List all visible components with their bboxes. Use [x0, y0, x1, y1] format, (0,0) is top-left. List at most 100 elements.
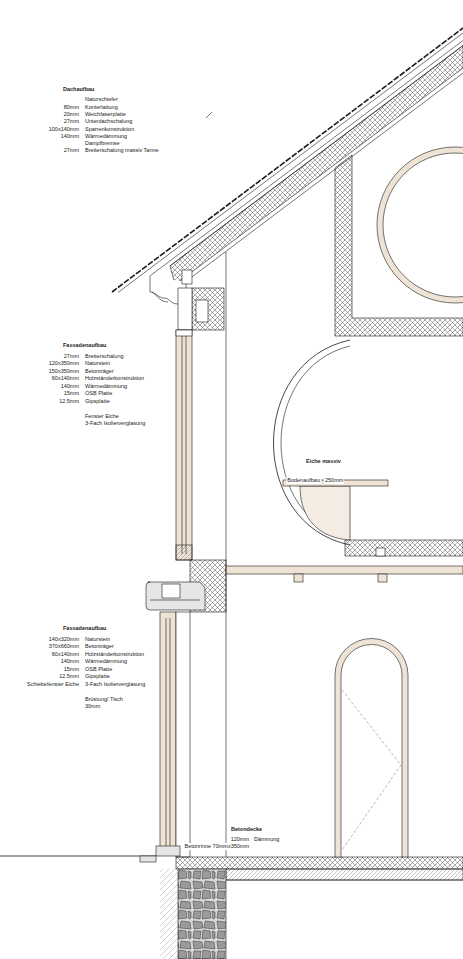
layer-label: 3-Fach Isolierverglasung	[84, 420, 146, 427]
layer-label: Brüstung/ Tisch	[84, 696, 124, 703]
layer-label: Holzständerkonstruktion	[84, 651, 145, 658]
facade-upper-part	[178, 288, 192, 330]
interior-walls-part	[281, 346, 350, 539]
floor-slab-part	[140, 856, 156, 862]
section-heading: Betondecke	[230, 826, 263, 833]
layer-label: 120x350mm	[48, 360, 80, 367]
layer-label: 12.5mm	[58, 398, 80, 405]
layer-label: 100x140mm	[48, 126, 80, 133]
layer-label: Betonträger	[84, 643, 115, 650]
table-part	[300, 486, 350, 540]
layer-label: 20mm	[63, 111, 80, 118]
layer-label: 27mm	[63, 353, 80, 360]
layer-label: 30mm	[84, 703, 101, 710]
layer-label: Naturschiefer	[84, 96, 119, 103]
interior-walls-part	[226, 566, 463, 574]
layer-label: 370x660mm	[48, 643, 80, 650]
section-heading: Eiche massiv	[305, 458, 342, 465]
interior-walls-part	[345, 540, 463, 556]
layer-label: 250mm	[324, 477, 344, 484]
facade-upper-part	[186, 336, 187, 554]
floor-slab-part	[178, 869, 226, 959]
section-heading: Dachaufbau	[62, 86, 95, 93]
section-heading: Fassadenaufbau	[62, 625, 107, 632]
layer-label: Betonrinne 70mmx350mm	[183, 843, 250, 850]
lintel-beam	[146, 560, 226, 612]
facade-upper-part	[192, 288, 224, 330]
layer-label: Bretterschalung	[84, 353, 125, 360]
floor-slab-part	[0, 856, 156, 857]
layer-label: Unterdachschalung	[84, 118, 133, 125]
layer-label: 140mm	[60, 383, 80, 390]
door-part	[341, 644, 402, 858]
layer-label: Holzständerkonstruktion	[84, 375, 145, 382]
layer-label: Wärmedämmung	[84, 133, 128, 140]
layer-label: 15mm	[63, 666, 80, 673]
layer-label: 140mm	[60, 133, 80, 140]
layer-label: Naturstein	[84, 636, 111, 643]
layer-label: Gipsplatte	[84, 673, 111, 680]
layer-label: Fenster Eiche	[84, 413, 120, 420]
layer-label: 150x350mm	[48, 368, 80, 375]
layer-label: 140mm	[60, 658, 80, 665]
layer-label: Konterlattung	[84, 104, 119, 111]
facade-lower-part	[156, 846, 180, 856]
facade-upper-part	[182, 336, 183, 554]
lintel-beam-part	[162, 584, 180, 598]
layer-label: Dampfbremse	[84, 140, 121, 147]
facade-lower-part	[176, 612, 190, 857]
interior-walls-part	[226, 252, 227, 857]
layer-label: 27mm	[63, 118, 80, 125]
facade-upper-part	[176, 330, 192, 560]
floor-slab	[0, 856, 463, 959]
door-part	[335, 639, 408, 859]
interior-walls-part	[376, 548, 385, 556]
layer-label: OSB Platte	[84, 390, 113, 397]
roof-part	[182, 270, 192, 284]
door-part	[342, 690, 401, 850]
roof-part	[152, 292, 168, 302]
interior-walls-part	[383, 153, 463, 297]
layer-label: 12.5mm	[58, 673, 80, 680]
interior-walls-part	[294, 574, 303, 582]
door	[335, 639, 408, 859]
facade-lower-part	[160, 612, 176, 852]
layer-label: Sparrenkonstruktion	[84, 126, 135, 133]
layer-label: 120mm	[230, 836, 250, 843]
layer-label: Gipsplatte	[84, 398, 111, 405]
interior-walls-part	[274, 340, 351, 545]
interior-walls	[226, 147, 463, 857]
layer-label: 80mm	[63, 104, 80, 111]
floor-slab-part	[226, 869, 463, 880]
facade-lower-part	[166, 618, 167, 846]
layer-label: Bretterschalung massiv Tanne	[84, 147, 160, 154]
floor-slab-part	[226, 880, 463, 881]
layer-label: OSB Platte	[84, 666, 113, 673]
interior-walls-part	[377, 147, 463, 303]
facade-lower	[156, 612, 190, 857]
layer-label: 140x320mm	[48, 636, 80, 643]
layer-label: Betonträger	[84, 368, 115, 375]
lintel-beam-part	[146, 582, 205, 610]
layer-label: Schiebefenster Eiche	[26, 681, 80, 688]
layer-label: 15mm	[63, 390, 80, 397]
facade-lower-part	[170, 618, 171, 846]
layer-label: Naturstein	[84, 360, 111, 367]
layer-label: 3-Fach Isolierverglasung	[84, 681, 146, 688]
layer-label: Wärmedämmung	[84, 658, 128, 665]
facade-upper-part	[196, 300, 208, 322]
layer-label: Wärmedämmung	[84, 383, 128, 390]
layer-label: Dämmung	[253, 836, 280, 843]
interior-walls-part	[378, 574, 387, 582]
facade-upper-part	[176, 330, 192, 336]
layer-label: Bodenaufbau	[286, 477, 321, 484]
layer-label: Weichfaserplatte	[84, 111, 127, 118]
layer-label: 60x140mm	[51, 651, 80, 658]
roof-part	[206, 112, 212, 118]
lintel-beam-part	[150, 600, 200, 601]
floor-slab-part	[176, 857, 463, 869]
layer-label: 27mm	[63, 147, 80, 154]
layer-label: 60x140mm	[51, 375, 80, 382]
